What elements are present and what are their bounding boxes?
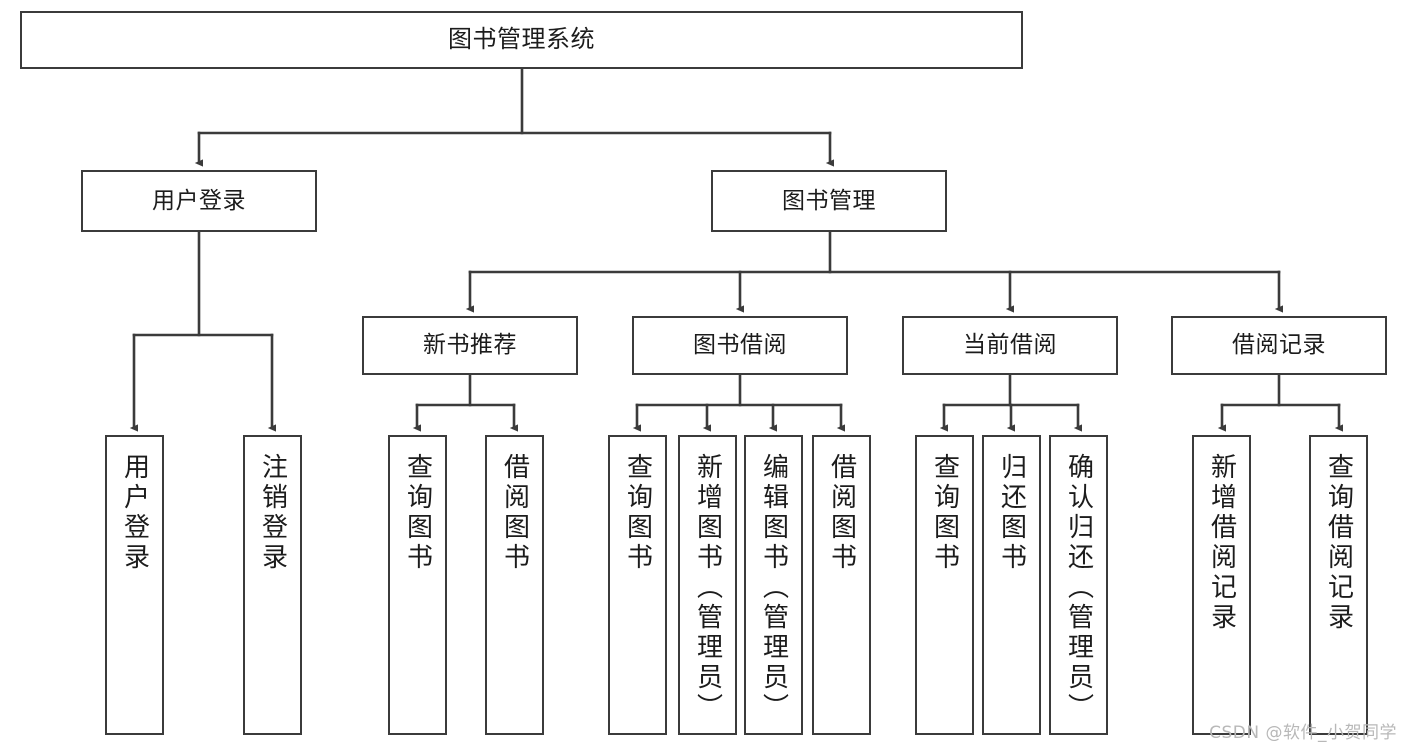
csdn-watermark: CSDN @软件_小贺同学 (1209, 723, 1397, 743)
node-label: 查询图书 (929, 453, 960, 573)
node-leaf-add-record[interactable]: 新增借阅记录 (1192, 435, 1251, 735)
node-label: 当前借阅 (963, 332, 1057, 359)
node-label: 新书推荐 (423, 332, 517, 359)
node-label: 查询图书 (622, 453, 653, 573)
node-leaf-user-login[interactable]: 用户登录 (105, 435, 164, 735)
node-label: 图书管理系统 (448, 25, 595, 54)
node-label: 新增借阅记录 (1206, 453, 1237, 633)
node-label: 图书管理 (782, 187, 876, 214)
node-label: 图书借阅 (693, 332, 787, 359)
node-label: 查询图书 (402, 453, 433, 573)
node-book-management[interactable]: 图书管理 (711, 170, 947, 232)
node-leaf-query-book-3[interactable]: 查询图书 (915, 435, 974, 735)
node-label: 注销登录 (257, 453, 288, 573)
node-user-login[interactable]: 用户登录 (81, 170, 317, 232)
node-book-borrow[interactable]: 图书借阅 (632, 316, 848, 375)
node-leaf-user-logout[interactable]: 注销登录 (243, 435, 302, 735)
node-label: 用户登录 (152, 187, 246, 214)
node-leaf-return-book[interactable]: 归还图书 (982, 435, 1041, 735)
node-leaf-add-book[interactable]: 新增图书（管理员） (678, 435, 737, 735)
node-leaf-query-record[interactable]: 查询借阅记录 (1309, 435, 1368, 735)
node-label: 编辑图书（管理员） (758, 453, 789, 723)
node-leaf-borrow-book-2[interactable]: 借阅图书 (812, 435, 871, 735)
node-label: 借阅图书 (826, 453, 857, 573)
node-leaf-edit-book[interactable]: 编辑图书（管理员） (744, 435, 803, 735)
node-new-book-recommend[interactable]: 新书推荐 (362, 316, 578, 375)
node-leaf-borrow-book-1[interactable]: 借阅图书 (485, 435, 544, 735)
node-label: 借阅记录 (1232, 332, 1326, 359)
node-leaf-confirm-return[interactable]: 确认归还（管理员） (1049, 435, 1108, 735)
node-current-borrow[interactable]: 当前借阅 (902, 316, 1118, 375)
node-label: 借阅图书 (499, 453, 530, 573)
node-leaf-query-book-1[interactable]: 查询图书 (388, 435, 447, 735)
node-label: 确认归还（管理员） (1063, 453, 1094, 723)
node-borrow-record[interactable]: 借阅记录 (1171, 316, 1387, 375)
node-book-management-system[interactable]: 图书管理系统 (20, 11, 1023, 69)
node-label: 查询借阅记录 (1323, 453, 1354, 633)
node-leaf-query-book-2[interactable]: 查询图书 (608, 435, 667, 735)
node-label: 归还图书 (996, 453, 1027, 573)
node-label: 新增图书（管理员） (692, 453, 723, 723)
node-label: 用户登录 (119, 453, 150, 573)
